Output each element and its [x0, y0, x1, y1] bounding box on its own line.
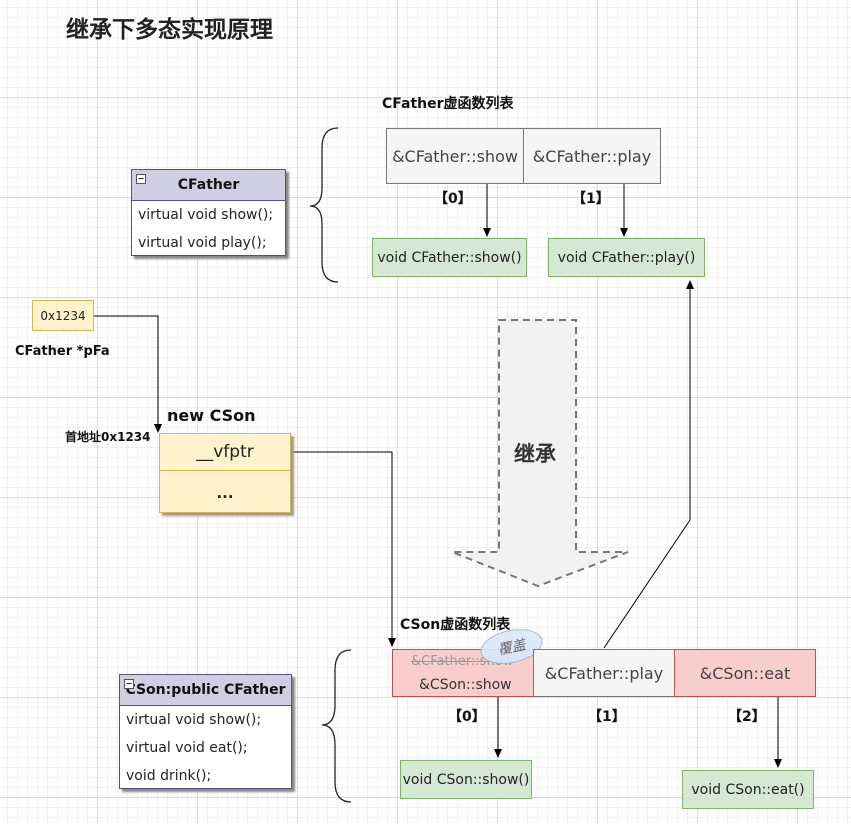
arrow-vfptr-son-table: [290, 451, 396, 647]
pointer-value-box[interactable]: 0x1234: [32, 300, 94, 331]
func-father-show[interactable]: void CFather::show(): [372, 238, 527, 277]
object-title: new CSon: [167, 406, 256, 425]
son-table-cell-eat[interactable]: &CSon::eat: [674, 649, 816, 697]
son-class-brace: [321, 649, 352, 803]
father-method-play: virtual void play();: [138, 235, 267, 251]
son-show-entry: &CSon::show: [419, 677, 512, 693]
father-index-1: 【1】: [572, 191, 610, 207]
son-method-show: virtual void show();: [126, 712, 262, 728]
son-index-1: 【1】: [588, 709, 626, 725]
son-class-name: CSon:public CFather: [125, 682, 286, 698]
object-address-label: 首地址0x1234: [65, 430, 151, 444]
object-rest-field: ...: [216, 483, 234, 502]
son-table-title: CSon虚函数列表: [400, 617, 511, 633]
son-index-0: 【0】: [448, 709, 486, 725]
inherit-arrow: [451, 319, 629, 588]
father-table-cell-play[interactable]: &CFather::play: [523, 128, 661, 184]
son-method-eat: virtual void eat();: [126, 740, 248, 756]
father-index-0: 【0】: [434, 191, 472, 207]
collapse-icon[interactable]: −: [124, 679, 134, 689]
arrow-son-play-father-play: [603, 280, 694, 649]
arrow-pointer-object: [94, 315, 162, 433]
father-table-cell-show[interactable]: &CFather::show: [386, 128, 524, 184]
son-class-header: − CSon:public CFather: [120, 675, 291, 706]
collapse-icon[interactable]: −: [136, 174, 146, 184]
func-son-show[interactable]: void CSon::show(): [400, 760, 532, 799]
son-class-box[interactable]: − CSon:public CFather virtual void show(…: [119, 674, 292, 789]
father-table-title: CFather虚函数列表: [382, 96, 514, 112]
son-method-drink: void drink();: [126, 768, 212, 784]
son-table-cell-play[interactable]: &CFather::play: [533, 649, 675, 697]
func-father-play[interactable]: void CFather::play(): [548, 238, 705, 277]
pointer-label: CFather *pFa: [15, 344, 110, 359]
page-title: 继承下多态实现原理: [66, 17, 273, 43]
vfptr-field[interactable]: __vfptr: [160, 434, 290, 471]
father-class-box[interactable]: − CFather virtual void show(); virtual v…: [131, 169, 286, 256]
son-index-2: 【2】: [728, 709, 766, 725]
func-son-eat[interactable]: void CSon::eat(): [682, 770, 814, 809]
father-class-brace: [309, 127, 339, 283]
object-box[interactable]: __vfptr ...: [159, 433, 291, 513]
father-class-header: − CFather: [132, 170, 285, 201]
father-method-show: virtual void show();: [138, 207, 274, 223]
inherit-label: 继承: [514, 442, 556, 466]
father-class-name: CFather: [177, 177, 240, 193]
